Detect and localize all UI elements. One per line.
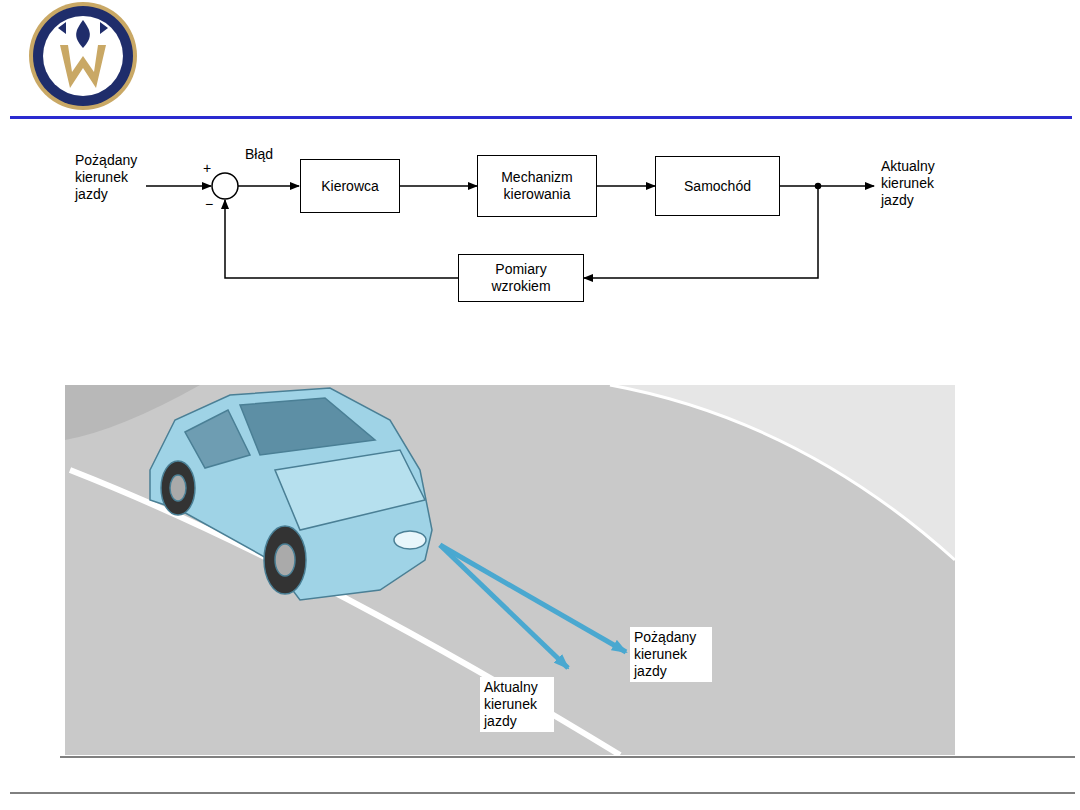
process-box: Pomiary wzrokiem [458,254,584,302]
connector [597,185,655,187]
header-rule [10,116,1072,119]
direction-arrows [440,545,626,668]
footer-rule [60,757,1075,758]
process-box: Kierowca [300,159,400,213]
signal-label: Błąd [245,146,273,163]
sign-label: + [203,160,211,177]
process-box: Samochód [655,156,780,216]
box-text: Pomiary wzrokiem [469,261,573,295]
box-text: Samochód [684,178,751,195]
box-text: Mechanizm kierowania [488,169,586,203]
signal-label: Pożądany kierunek jazdy [630,627,712,682]
connector [400,185,477,187]
signal-label: Pożądany kierunek jazdy [75,152,145,203]
sign-label: − [205,196,213,213]
logo [29,2,137,110]
box-text: Kierowca [321,178,379,195]
road-illustration [65,385,955,755]
signal-label: Aktualny kierunek jazdy [881,158,953,209]
process-box: Mechanizm kierowania [477,155,597,217]
car [150,388,432,600]
footer-rule [10,793,1075,794]
signal-label: Aktualny kierunek jazdy [480,677,554,732]
